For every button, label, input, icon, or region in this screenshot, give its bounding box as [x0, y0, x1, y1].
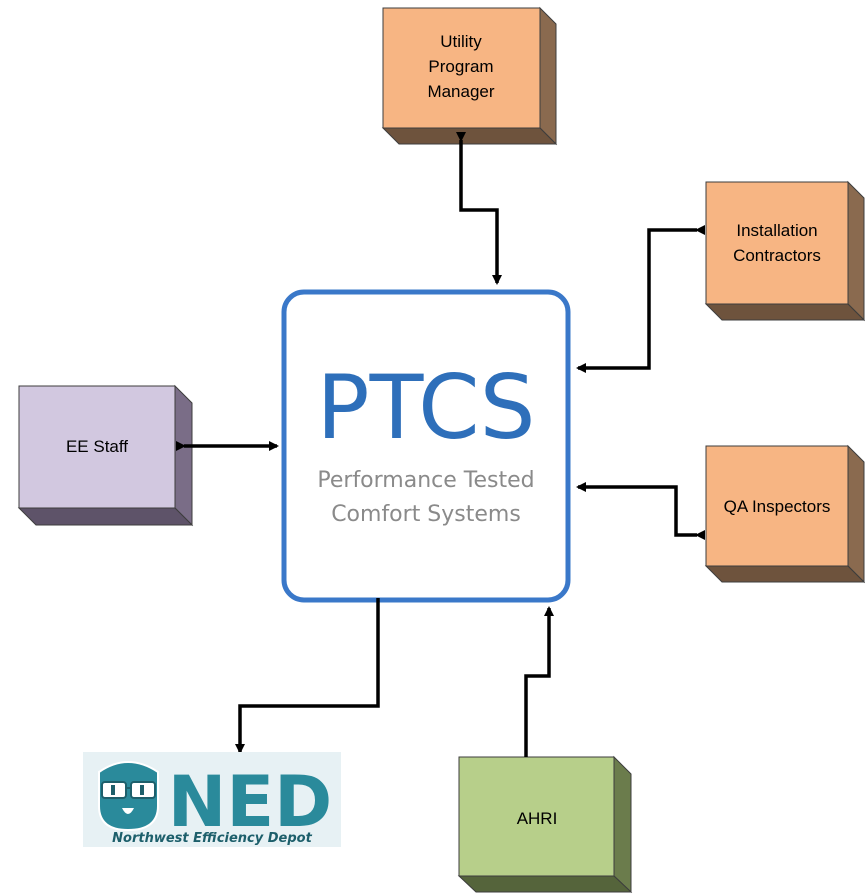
arrow-installation-ptcs	[576, 225, 705, 373]
arrow-ahri-ptcs	[524, 606, 554, 757]
qa-label: QA Inspectors	[724, 497, 831, 516]
arrow-utility-ptcs	[456, 132, 502, 285]
ahri-box-face	[458, 756, 615, 877]
utility-label-line2: Program	[428, 57, 493, 76]
ptcs-center-box: PTCS Performance Tested Comfort Systems	[281, 289, 571, 603]
installation-contractors-box: Installation Contractors	[704, 180, 865, 322]
ned-logo-text: NED	[168, 761, 333, 843]
ptcs-subtitle-line2: Comfort Systems	[331, 502, 521, 527]
qa-inspectors-box: QA Inspectors	[704, 444, 865, 584]
ee-staff-label: EE Staff	[66, 437, 128, 456]
ee-staff-box-face	[18, 385, 176, 509]
utility-program-manager-box: Utility Program Manager	[381, 6, 558, 146]
arrow-qa-ptcs	[576, 482, 705, 540]
ee-staff-box: EE Staff	[17, 384, 194, 527]
ned-logo: NED Northwest Efficiency Depot	[83, 752, 341, 847]
installation-label-line1: Installation	[736, 221, 817, 240]
qa-box-face	[705, 445, 849, 567]
ned-logo-tagline: Northwest Efficiency Depot	[112, 831, 312, 846]
utility-label-line3: Manager	[427, 82, 494, 101]
installation-label-line2: Contractors	[733, 246, 821, 265]
utility-box-face	[382, 7, 541, 129]
ahri-box: AHRI	[457, 755, 633, 894]
ptcs-title: PTCS	[317, 356, 536, 459]
arrow-ptcs-ned	[235, 598, 380, 754]
ahri-label: AHRI	[517, 809, 558, 828]
ptcs-subtitle-line1: Performance Tested	[317, 468, 534, 493]
glasses-face-icon	[98, 761, 159, 832]
installation-box-face	[705, 181, 849, 305]
ptcs-box-border	[281, 289, 571, 603]
connectors	[176, 132, 705, 757]
utility-label-line1: Utility	[440, 32, 482, 51]
